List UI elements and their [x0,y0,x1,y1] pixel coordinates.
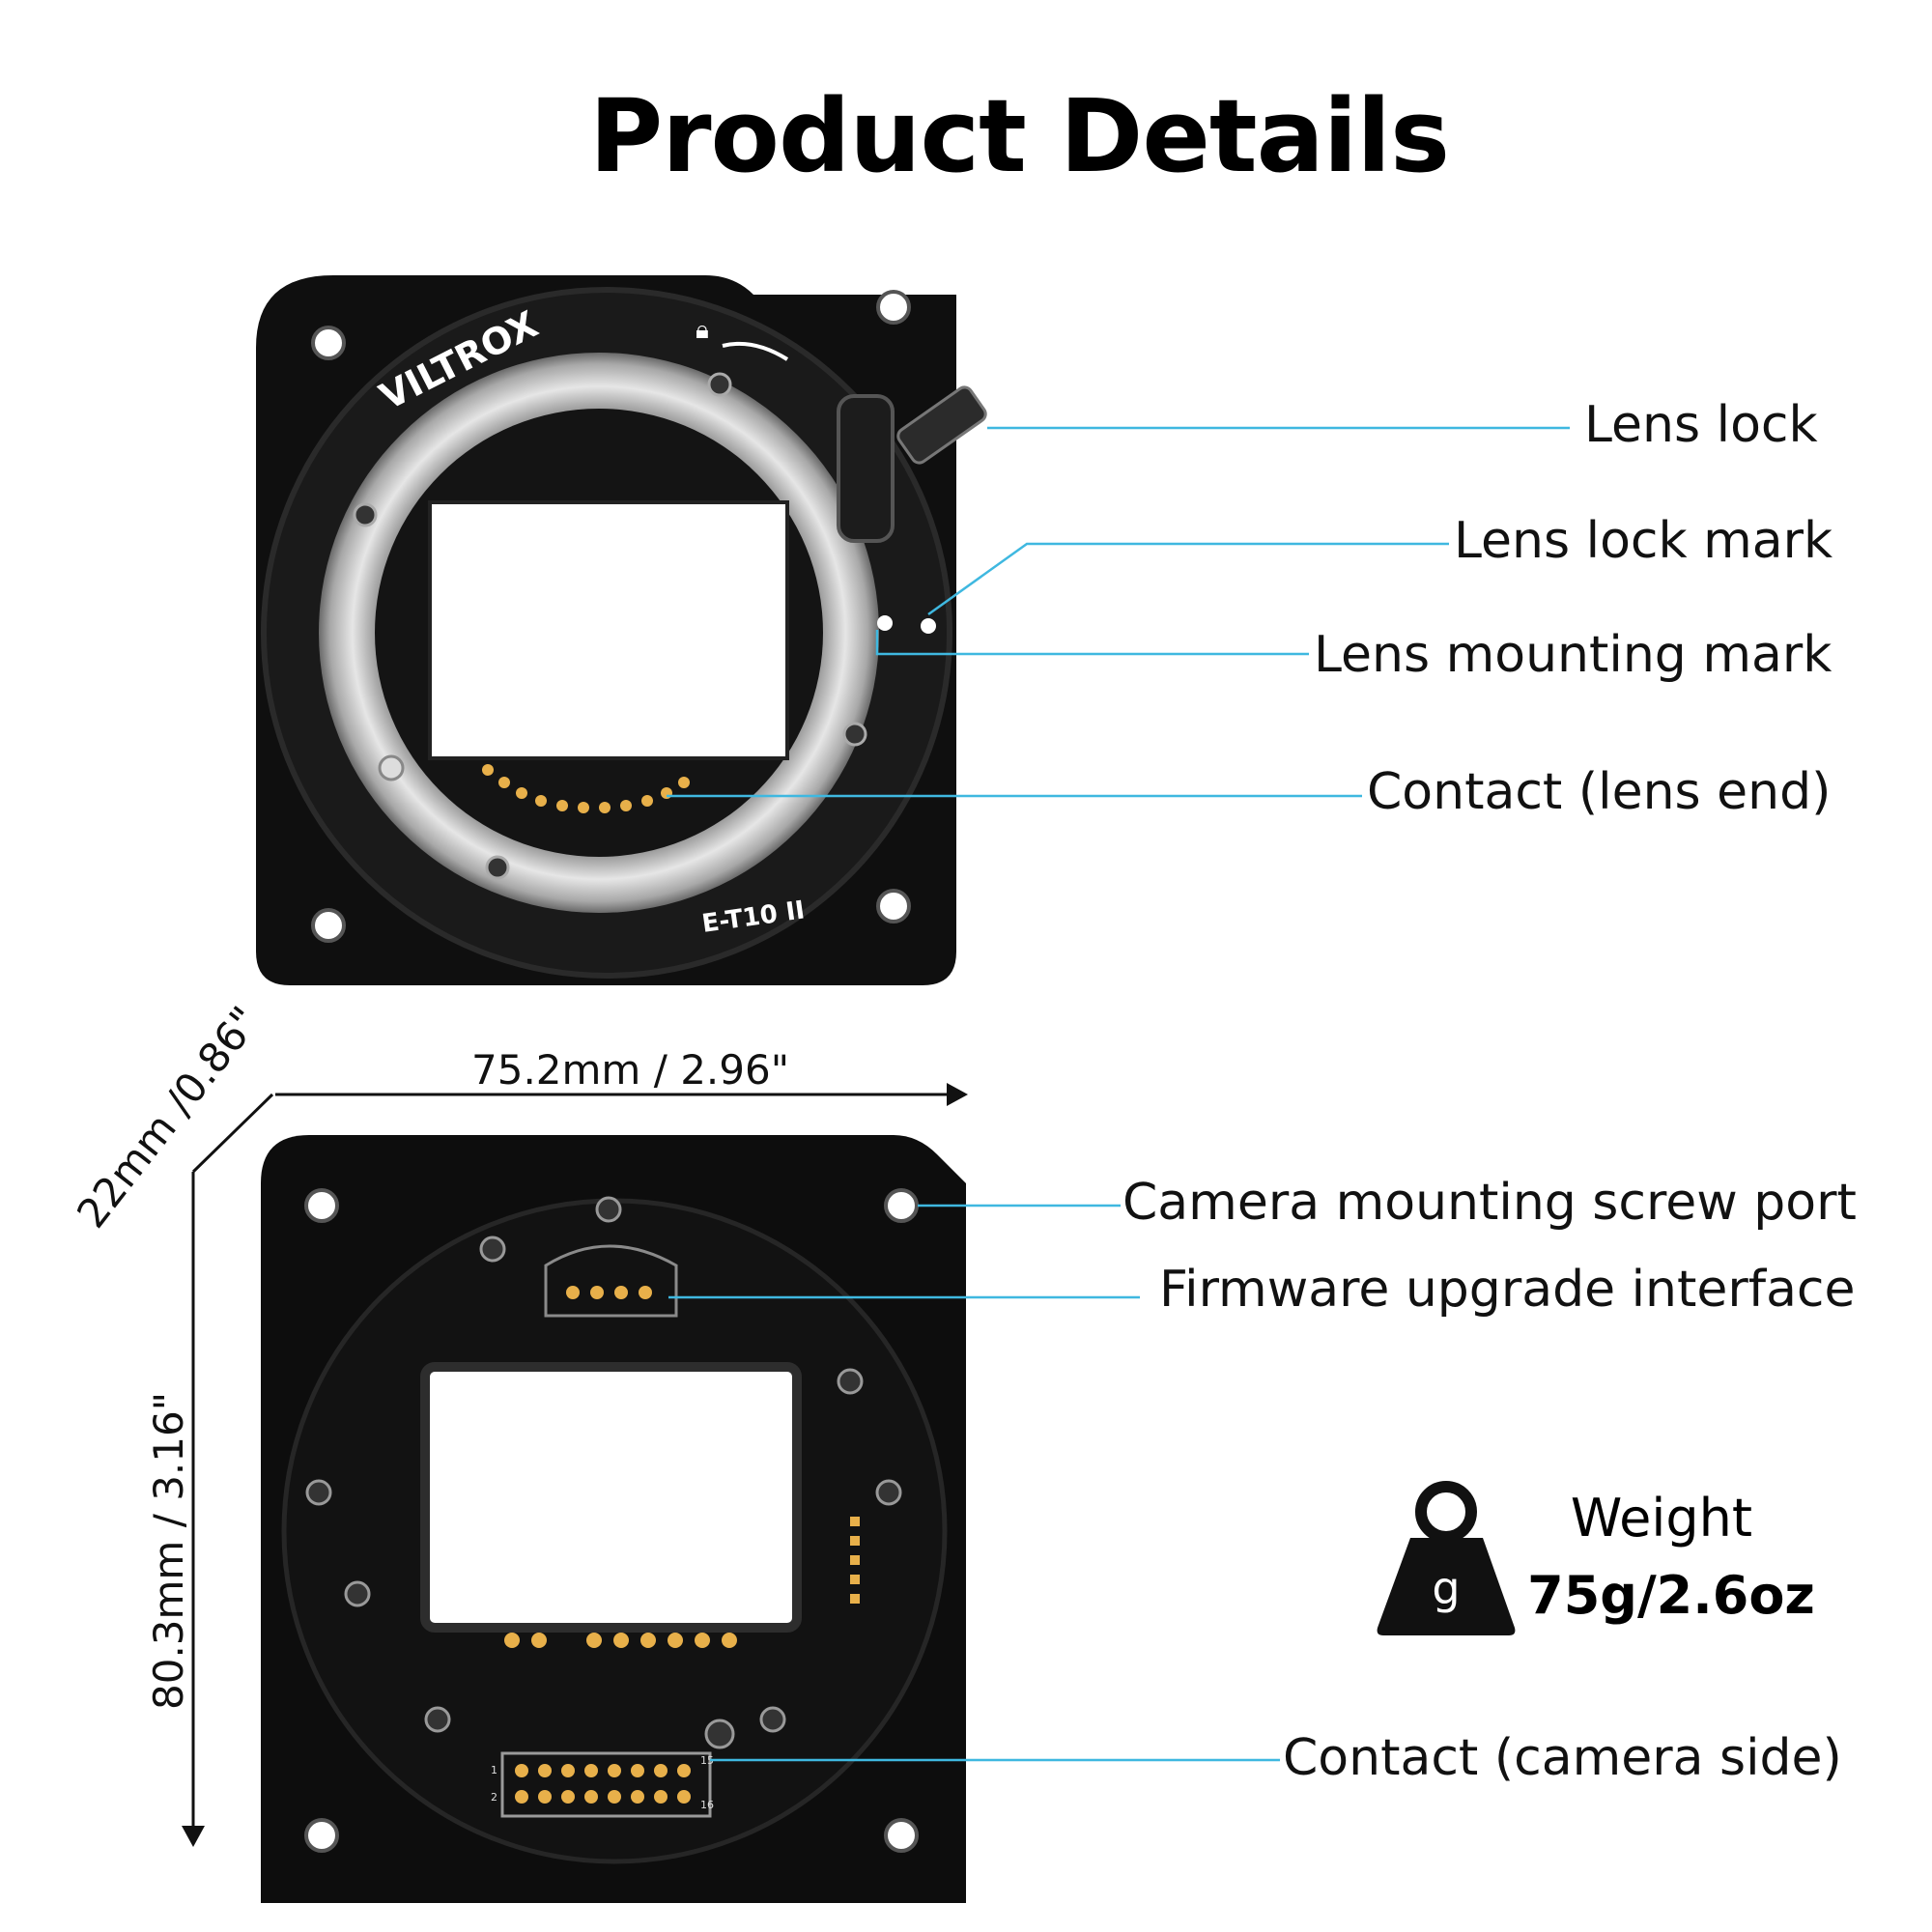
callout-contact-lens-end: Contact (lens end) [1367,763,1832,821]
camera-screw-port-icon [884,1818,919,1853]
callout-contact-camera-side: Contact (camera side) [1283,1729,1842,1787]
camera-screw-port-icon [304,1818,339,1853]
height-arrow-icon [182,1826,205,1847]
callout-firmware-upgrade-interface: Firmware upgrade interface [1159,1261,1856,1319]
alignment-pin-icon [378,754,405,781]
weight-label: Weight [1570,1488,1753,1548]
firmware-pins [566,1286,652,1299]
screw-icon [837,1368,864,1395]
lock-glyph-icon: 🔒︎ [696,316,709,345]
pin-label-15: 15 [700,1754,714,1767]
firmware-interface-outline [544,1244,678,1318]
camera-side-contacts [515,1764,691,1804]
camera-contact-block-outline [500,1751,712,1818]
screw-icon [595,1196,622,1223]
dimension-width: 75.2mm / 2.96" [471,1046,790,1094]
pin-label-2: 2 [491,1791,497,1804]
adapter-front-view: VILTROX E-T10 II 🔒︎ [256,275,987,985]
lens-lock-mark-icon [921,618,936,634]
screw-icon [479,1236,506,1263]
screw-icon [424,1706,451,1733]
screw-icon [842,722,867,747]
callout-lens-lock-mark: Lens lock mark [1454,512,1833,570]
side-pins [850,1517,860,1604]
screw-hole-icon [876,889,911,923]
lens-end-contacts [482,764,690,813]
weight-icon-glyph: g [1432,1562,1460,1614]
leader-lens-lock-mark [927,542,1449,616]
page-title: Product Details [589,77,1450,195]
leader-lens-mounting-mark [875,630,1309,656]
lens-lock-lever [896,385,987,465]
screw-icon [353,502,378,527]
screw-hole-icon [311,908,346,943]
callout-lens-mounting-mark: Lens mounting mark [1314,626,1833,684]
screw-icon [344,1580,371,1607]
lens-lock-slot [837,394,895,543]
screw-hole-icon [876,290,911,325]
screw-icon [704,1719,735,1749]
screw-hole-icon [311,326,346,360]
pin-label-16: 16 [700,1799,714,1811]
screw-icon [707,372,732,397]
weight-icon: g [1377,1481,1516,1635]
dimension-lines [182,1083,968,1847]
dimension-height: 80.3mm / 3.16" [145,1391,192,1710]
screw-icon [305,1479,332,1506]
middle-pads [504,1633,737,1648]
camera-screw-port-icon [884,1188,919,1223]
pin-label-1: 1 [491,1764,497,1776]
callout-lens-lock: Lens lock [1584,396,1818,454]
lens-mounting-mark-icon [877,615,893,631]
sensor-opening-front [428,500,789,760]
callout-camera-mounting-screw-port: Camera mounting screw port [1122,1174,1857,1232]
weight-value: 75g/2.6oz [1527,1565,1815,1626]
screw-icon [759,1706,786,1733]
lock-direction-arrow-icon [722,341,789,361]
leader-lines [667,426,1570,1762]
adapter-back-view: 1 2 15 16 [261,1135,966,1903]
screw-icon [485,855,510,880]
width-arrow-icon [947,1083,968,1106]
screw-icon [875,1479,902,1506]
depth-dimension-line [191,1093,274,1174]
sensor-opening-back [420,1362,802,1633]
camera-screw-port-icon [304,1188,339,1223]
